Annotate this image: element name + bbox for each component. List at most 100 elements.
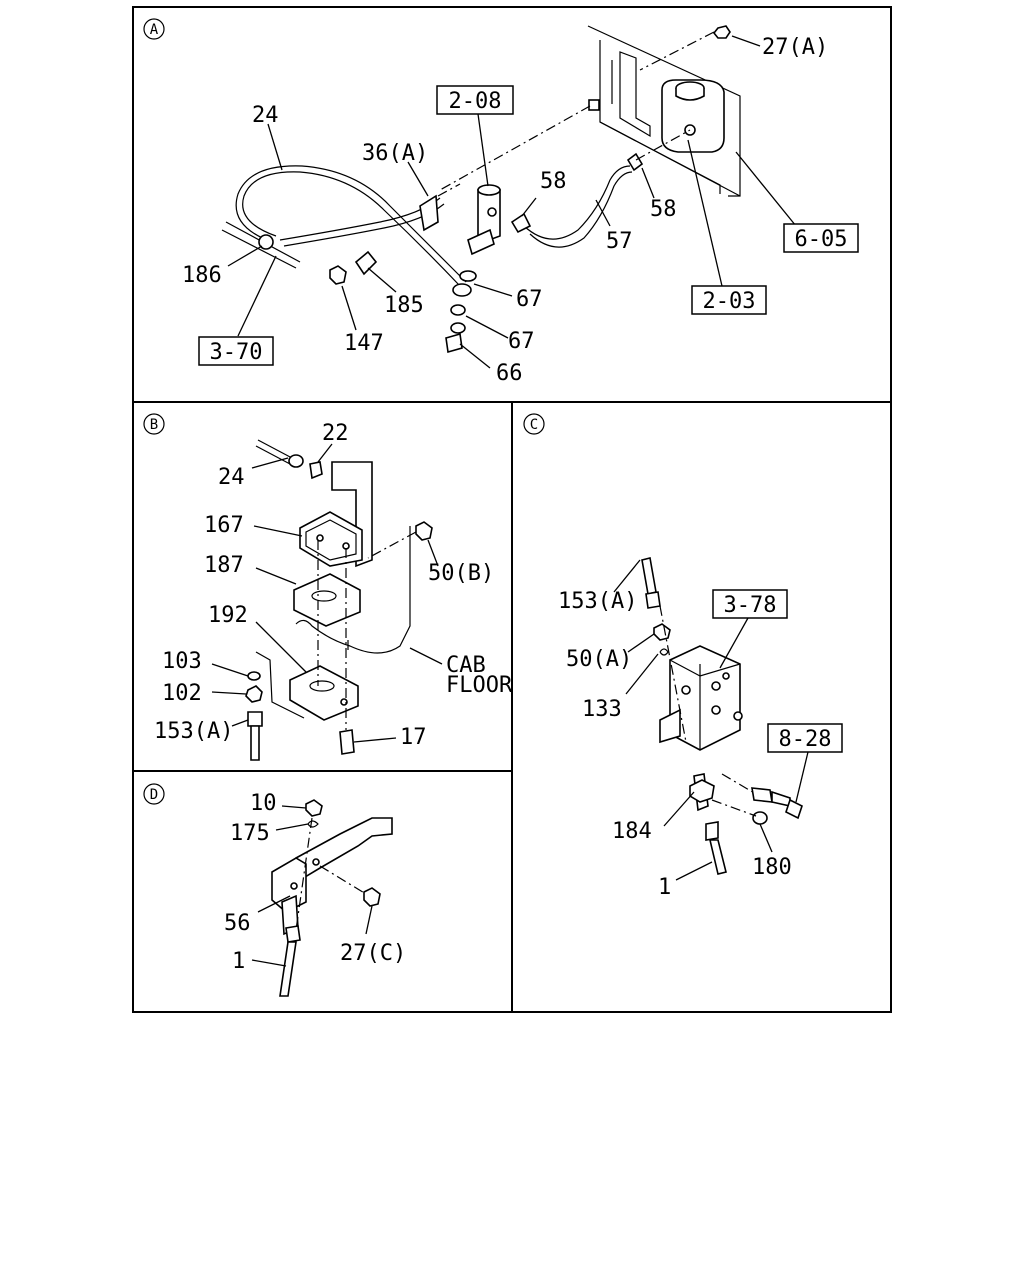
panel-b-labels: 22 24 167 187 50(B) 192 103 102 153(A) 1… (154, 421, 513, 750)
label-186: 186 (182, 263, 222, 288)
label-66: 66 (496, 361, 523, 386)
panel-c-leaders (613, 559, 809, 881)
label-50b: 50(B) (428, 561, 494, 586)
nut-27c (363, 887, 381, 907)
panel-b-marker: B (143, 413, 165, 435)
label-67-bottom: 67 (508, 329, 535, 354)
bolt-153a-c-shank (641, 557, 657, 595)
washer-103 (247, 671, 261, 681)
panel-d-labels: 10 175 56 1 27(C) (224, 791, 406, 974)
label-24: 24 (252, 103, 279, 128)
ref-2-08: 2-08 (449, 89, 502, 114)
panel-c-labels: 153(A) 50(A) 133 184 180 1 (558, 589, 792, 900)
label-147: 147 (344, 331, 384, 356)
panel-c: C (523, 413, 843, 900)
bolt-17 (339, 729, 355, 755)
label-180: 180 (752, 855, 792, 880)
label-1-c: 1 (658, 875, 671, 900)
hose-57 (523, 165, 631, 240)
clamp-185 (354, 250, 378, 276)
clip-175 (307, 820, 319, 828)
label-103: 103 (162, 649, 202, 674)
sensor-8-28 (751, 787, 773, 803)
bracket-56 (271, 817, 393, 936)
label-cab: CAB (446, 653, 486, 678)
pipe-1-c (708, 839, 727, 875)
panel-b-leaders (211, 443, 443, 743)
washer-67 (450, 304, 466, 316)
pipe-1-d (279, 941, 297, 997)
label-167: 167 (204, 513, 244, 538)
label-56: 56 (224, 911, 251, 936)
panel-c-letter: C (530, 417, 538, 433)
pipe-1-c-head (705, 821, 719, 841)
panel-b: B (143, 413, 513, 761)
ref-3-78: 3-78 (724, 593, 777, 618)
ref-8-28: 8-28 (779, 727, 832, 752)
label-153a-b: 153(A) (154, 719, 233, 744)
label-17: 17 (400, 725, 427, 750)
label-185: 185 (384, 293, 424, 318)
fitting-22 (309, 461, 323, 480)
ref-6-05: 6-05 (795, 227, 848, 252)
washer-tank (661, 79, 725, 153)
panel-d-leaders (251, 805, 373, 967)
bolt-66 (445, 332, 463, 354)
label-10: 10 (250, 791, 277, 816)
ref-3-70: 3-70 (210, 340, 263, 365)
label-102: 102 (162, 681, 202, 706)
panel-a-refs: 2-08 6-05 2-03 3-70 (198, 85, 859, 366)
panel-d: D 10 175 56 1 (143, 783, 406, 997)
cab-wall (587, 25, 741, 197)
label-50a: 50(A) (566, 647, 632, 672)
panel-a-marker: A (143, 18, 165, 40)
clip-58-left (510, 212, 532, 234)
label-187: 187 (204, 553, 244, 578)
nut-102 (245, 685, 263, 703)
label-58-left: 58 (540, 169, 567, 194)
panel-c-marker: C (523, 413, 545, 435)
bolt-153a-shank (250, 725, 260, 761)
clip-133 (659, 648, 669, 656)
label-1-d: 1 (232, 949, 245, 974)
label-153a-c: 153(A) (558, 589, 637, 614)
plate-187 (293, 573, 361, 627)
bolt-153a-head (247, 711, 263, 727)
washer-pump (467, 184, 501, 256)
bracket-167 (299, 461, 373, 568)
washer-180 (752, 811, 768, 825)
label-22: 22 (322, 421, 349, 446)
ref-2-03: 2-03 (703, 289, 756, 314)
panel-a: A (143, 18, 859, 386)
nut-27a (712, 25, 731, 39)
nut-50a (653, 623, 671, 641)
label-57: 57 (606, 229, 633, 254)
bracket-36a (419, 194, 439, 232)
label-192: 192 (208, 603, 248, 628)
label-58-right: 58 (650, 197, 677, 222)
panel-a-leaders (227, 35, 797, 369)
panel-c-refs: 3-78 8-28 (712, 589, 843, 753)
panel-a-labels: 27(A) 24 36(A) 58 58 57 186 185 67 67 14… (182, 35, 828, 386)
panel-b-letter: B (150, 417, 158, 433)
nut-10 (305, 799, 323, 817)
panel-d-letter: D (150, 787, 158, 803)
pipe-1-d-head (285, 925, 301, 943)
bolt-153a-c-head (645, 591, 661, 609)
nut-147 (329, 265, 347, 285)
label-36a: 36(A) (362, 141, 428, 166)
label-27a: 27(A) (762, 35, 828, 60)
bracket-3-78 (659, 645, 743, 751)
label-24-b: 24 (218, 465, 245, 490)
label-27c: 27(C) (340, 941, 406, 966)
cab-floor-outline (295, 526, 411, 654)
plate-192 (289, 665, 359, 721)
nut-50b (415, 521, 433, 541)
label-67-top: 67 (516, 287, 543, 312)
panel-d-marker: D (143, 783, 165, 805)
label-175: 175 (230, 821, 270, 846)
label-floor: FLOOR (446, 673, 513, 698)
diagram-frames (132, 6, 892, 1013)
fitting-24 (288, 454, 304, 468)
